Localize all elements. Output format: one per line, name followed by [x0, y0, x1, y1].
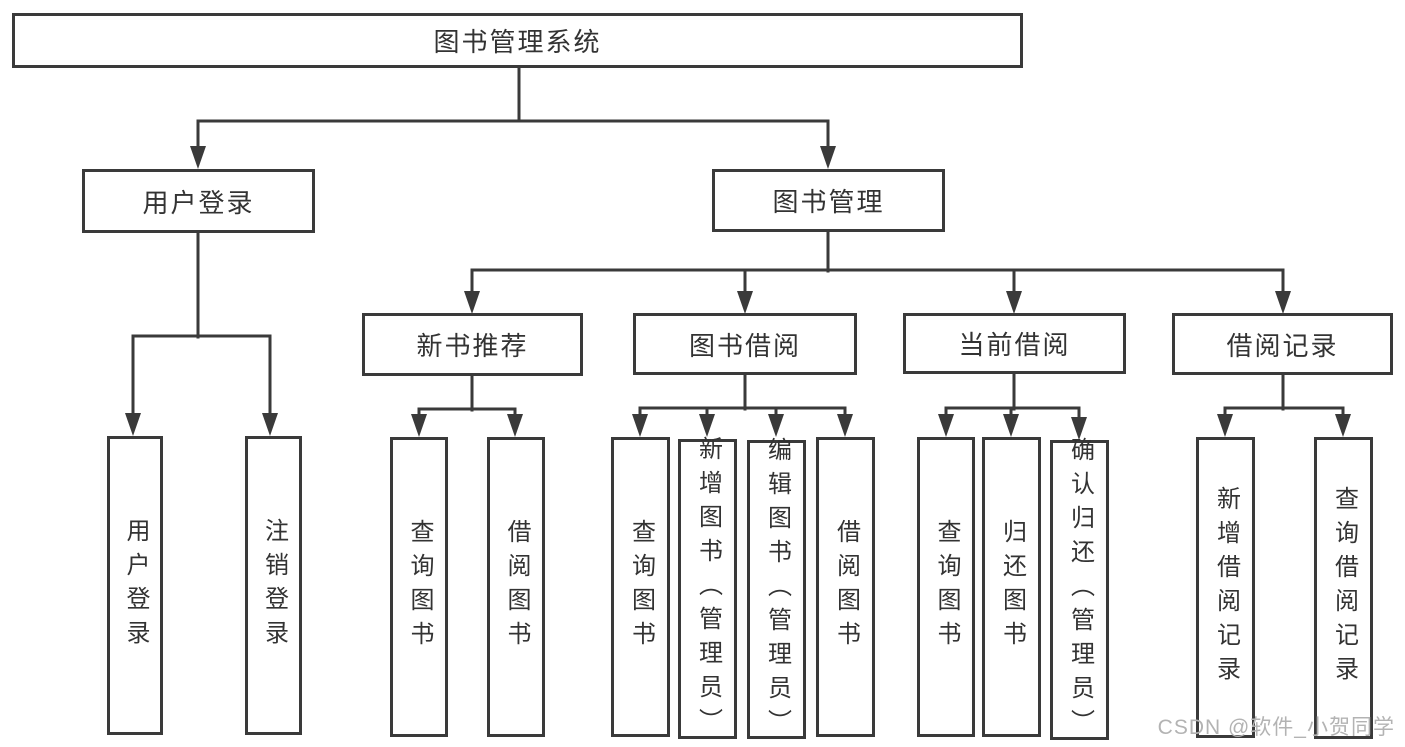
node-leaf-bb-borrow-books: 借阅图书: [816, 437, 875, 737]
node-leaf-nbr-query-books: 查询图书: [390, 437, 448, 737]
node-label: 借阅记录: [1226, 330, 1339, 361]
node-label: 图书借阅: [688, 330, 801, 361]
node-book-management-group: 图书管理: [712, 169, 945, 232]
node-label: 查询图书: [933, 519, 960, 655]
node-label: 编辑图书（管理员）: [763, 436, 791, 743]
node-label: 新增图书（管理员）: [694, 436, 722, 742]
node-leaf-bb-add-books: 新增图书（管理员）: [678, 436, 737, 742]
node-book-borrowing: 图书借阅: [633, 313, 857, 375]
node-borrowing-records: 借阅记录: [1172, 313, 1393, 375]
node-label: 借阅图书: [832, 519, 860, 655]
node-leaf-br-add-record: 新增借阅记录: [1196, 437, 1255, 738]
node-leaf-logout: 注销登录: [245, 436, 302, 735]
node-user-login-group: 用户登录: [82, 169, 315, 233]
node-root-system: 图书管理系统: [12, 13, 1023, 68]
node-leaf-user-login: 用户登录: [107, 436, 163, 735]
node-leaf-cb-return-books: 归还图书: [982, 437, 1041, 737]
node-leaf-bb-edit-books: 编辑图书（管理员）: [747, 437, 806, 743]
node-label: 确认归还（管理员）: [1066, 437, 1094, 743]
node-leaf-cb-query-books: 查询图书: [917, 437, 975, 737]
node-label: 注销登录: [260, 517, 288, 654]
node-label: 用户登录: [142, 187, 255, 218]
node-new-book-recommend: 新书推荐: [362, 313, 583, 376]
node-label: 查询借阅记录: [1330, 486, 1358, 690]
node-label: 查询图书: [627, 519, 655, 655]
node-label: 归还图书: [998, 519, 1026, 655]
node-label: 当前借阅: [958, 330, 1071, 360]
node-leaf-cb-confirm-return: 确认归还（管理员）: [1050, 437, 1109, 743]
node-leaf-br-query-record: 查询借阅记录: [1314, 437, 1373, 739]
node-label: 用户登录: [122, 517, 149, 654]
csdn-watermark: CSDN @软件_小贺同学: [1157, 716, 1395, 739]
node-leaf-bb-query-books: 查询图书: [611, 437, 670, 737]
node-label: 查询图书: [406, 519, 433, 655]
node-root-label: 图书管理系统: [433, 27, 602, 57]
arrowheads: [125, 146, 1351, 440]
node-label: 新增借阅记录: [1212, 485, 1240, 690]
node-label: 图书管理: [772, 187, 885, 217]
node-current-borrowing: 当前借阅: [903, 313, 1126, 374]
node-leaf-nbr-borrow-books: 借阅图书: [487, 437, 545, 737]
node-label: 新书推荐: [416, 331, 529, 361]
node-label: 借阅图书: [503, 519, 530, 655]
